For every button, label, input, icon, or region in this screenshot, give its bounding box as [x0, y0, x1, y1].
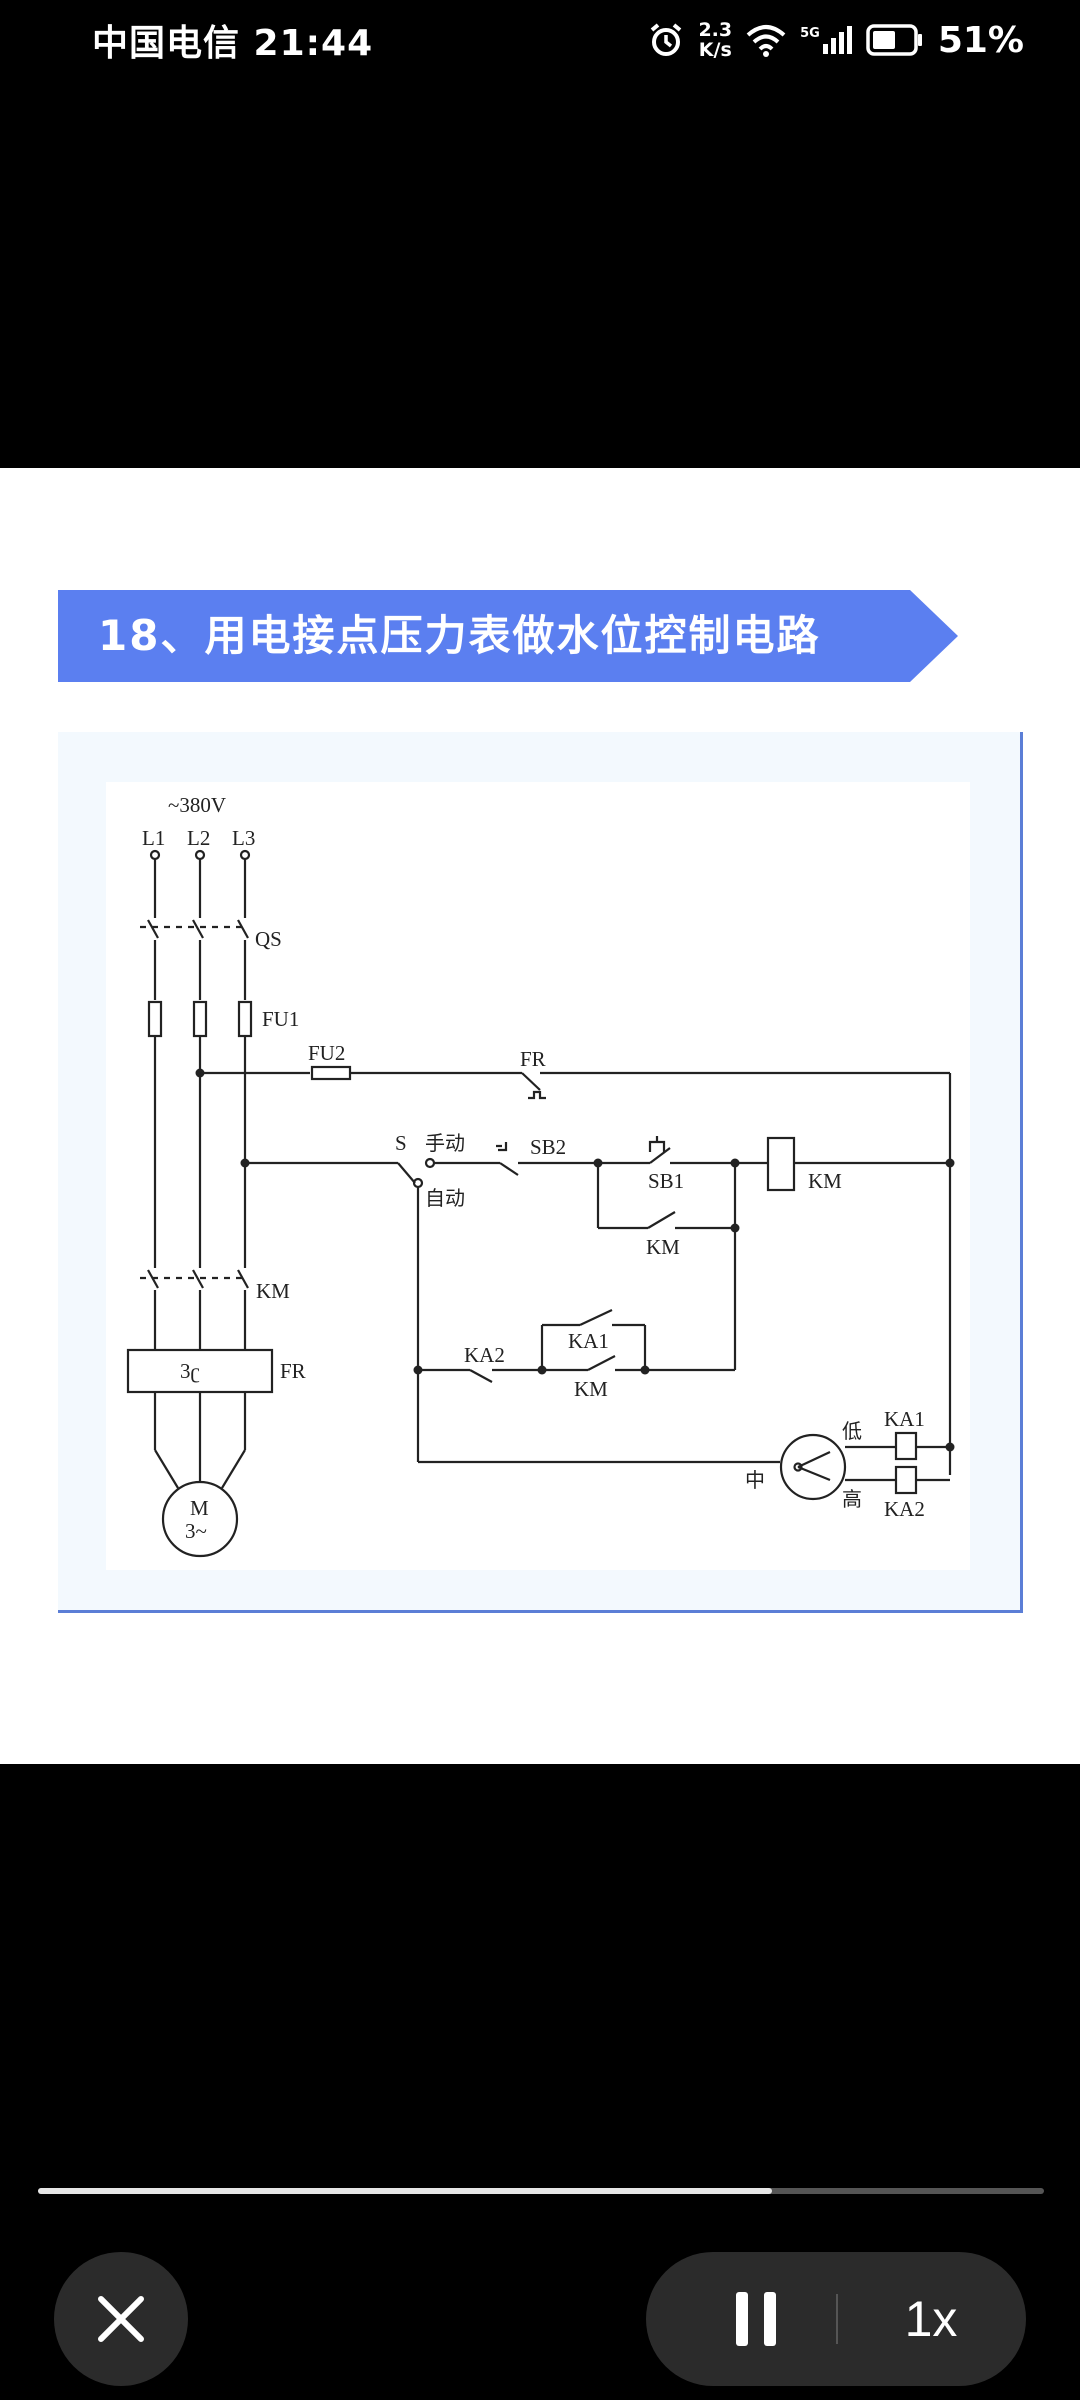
pause-button[interactable] [686, 2252, 826, 2386]
progress-fill [38, 2188, 773, 2194]
label-voltage: ~380V [168, 793, 226, 817]
close-icon [98, 2296, 144, 2342]
label-mid: 中 [745, 1468, 765, 1492]
label-km-main: KM [256, 1279, 290, 1303]
label-l3: L3 [232, 826, 255, 850]
controls-divider [836, 2294, 838, 2344]
status-bar: 中国电信 21:44 2.3 K/s 5G 51% [0, 0, 1080, 80]
pause-icon [736, 2292, 776, 2346]
alarm-icon [651, 23, 682, 56]
label-ka2-coil: KA2 [884, 1497, 925, 1521]
label-fr-box: 3ʗ [180, 1359, 200, 1383]
label-s: S [395, 1131, 407, 1155]
label-motor: M [190, 1496, 209, 1520]
label-qs: QS [255, 927, 282, 951]
label-fr-right: FR [280, 1359, 306, 1383]
banner-title: 18、用电接点压力表做水位控制电路 [98, 611, 821, 660]
label-l2: L2 [187, 826, 210, 850]
label-sb1: SB1 [648, 1169, 684, 1193]
net-speed-value: 2.3 [698, 19, 733, 41]
battery-icon [866, 24, 922, 56]
battery-percent: 51% [937, 19, 1024, 61]
label-high: 高 [842, 1487, 862, 1511]
label-low: 低 [842, 1419, 862, 1443]
banner-shape [58, 590, 958, 682]
label-fu1: FU1 [262, 1007, 299, 1031]
carrier-time: 中国电信 21:44 [92, 23, 374, 64]
label-manual: 手动 [425, 1131, 465, 1155]
playback-controls: 1x [646, 2252, 1026, 2386]
label-ka1-coil: KA1 [884, 1407, 925, 1431]
label-km-coil: KM [808, 1169, 842, 1193]
status-icons: 2.3 K/s 5G 51% [648, 14, 1024, 66]
label-ka2-contact: KA2 [464, 1343, 505, 1367]
progress-bar[interactable] [38, 2188, 1044, 2194]
label-fr-top: FR [520, 1047, 546, 1071]
wifi-icon [746, 25, 786, 57]
label-ka1-contact: KA1 [568, 1329, 609, 1353]
label-l1: L1 [142, 826, 165, 850]
label-auto: 自动 [425, 1186, 465, 1210]
title-banner: 18、用电接点压力表做水位控制电路 [58, 590, 958, 682]
label-sb2: SB2 [530, 1135, 566, 1159]
net-speed-unit: K/s [698, 39, 732, 61]
label-km-aux: KM [646, 1235, 680, 1259]
signal-icon: 5G [800, 26, 852, 54]
signal-label: 5G [800, 26, 820, 41]
label-motor-phase: 3~ [185, 1519, 207, 1543]
label-fu2: FU2 [308, 1041, 345, 1065]
net-speed: 2.3 K/s [698, 20, 732, 60]
playback-speed-button[interactable]: 1x [904, 2291, 958, 2347]
label-km-lower: KM [574, 1377, 608, 1401]
close-button[interactable] [54, 2252, 188, 2386]
